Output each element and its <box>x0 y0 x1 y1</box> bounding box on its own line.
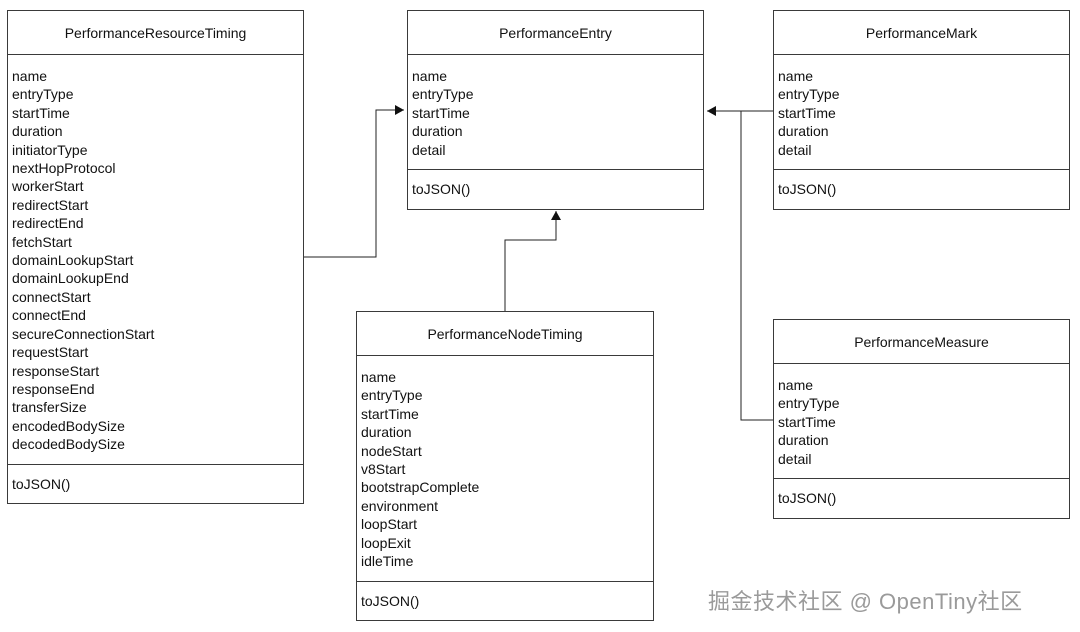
attribute-item: startTime <box>361 405 419 422</box>
attribute-item: startTime <box>778 104 836 121</box>
attribute-item: name <box>412 68 448 84</box>
attribute-item: entryType <box>778 86 840 103</box>
class-title: PerformanceMark <box>774 11 1069 55</box>
attribute-item: redirectEnd <box>12 215 84 232</box>
method-item: toJSON() <box>12 476 71 492</box>
measure-to-entry-line <box>740 111 773 421</box>
attribute-item: nextHopProtocol <box>12 160 116 177</box>
attribute-item: loopStart <box>361 516 418 533</box>
method-item: toJSON() <box>361 593 420 609</box>
class-title: PerformanceResourceTiming <box>8 11 303 55</box>
attribute-item: detail <box>412 141 446 158</box>
attribute-item: detail <box>778 141 812 158</box>
attribute-item: workerStart <box>12 178 84 195</box>
class-title: PerformanceNodeTiming <box>357 312 653 356</box>
attribute-item: bootstrapComplete <box>361 479 480 496</box>
attribute-item: name <box>361 369 397 385</box>
attribute-item: nodeStart <box>361 442 422 459</box>
attribute-item: duration <box>778 123 829 140</box>
method-list: toJSON() <box>774 170 1069 209</box>
attribute-item: startTime <box>412 104 470 121</box>
resource-to-entry-arrow <box>304 105 404 258</box>
attribute-item: v8Start <box>361 461 406 478</box>
class-title: PerformanceEntry <box>408 11 703 55</box>
attribute-item: entryType <box>412 86 474 103</box>
method-list: toJSON() <box>774 479 1069 518</box>
attribute-item: connectEnd <box>12 307 86 324</box>
attribute-item: duration <box>12 123 63 140</box>
attribute-item: redirectStart <box>12 196 89 213</box>
attribute-item: name <box>12 68 48 84</box>
attribute-item: responseEnd <box>12 380 95 397</box>
attribute-item: loopExit <box>361 534 411 551</box>
watermark-text: 掘金技术社区 @ OpenTiny社区 <box>708 589 1023 614</box>
attribute-item: name <box>778 68 814 84</box>
attribute-item: duration <box>361 424 412 441</box>
method-item: toJSON() <box>778 181 837 197</box>
attribute-item: idleTime <box>361 553 414 570</box>
method-list: toJSON() <box>408 170 703 209</box>
attribute-item: entryType <box>361 387 423 404</box>
attribute-item: connectStart <box>12 288 91 305</box>
attribute-item: environment <box>361 497 439 514</box>
attribute-item: name <box>778 377 814 393</box>
attribute-item: requestStart <box>12 344 89 361</box>
attribute-item: detail <box>778 450 812 467</box>
method-list: toJSON() <box>8 465 303 503</box>
attribute-item: secureConnectionStart <box>12 325 155 342</box>
attribute-item: domainLookupStart <box>12 252 134 269</box>
attribute-item: duration <box>778 432 829 449</box>
method-item: toJSON() <box>412 181 471 197</box>
class-title: PerformanceMeasure <box>774 320 1069 364</box>
attribute-item: decodedBodySize <box>12 436 125 453</box>
attribute-item: entryType <box>778 395 840 412</box>
method-item: toJSON() <box>778 490 837 506</box>
attribute-item: responseStart <box>12 362 100 379</box>
attribute-item: initiatorType <box>12 141 88 158</box>
attribute-item: entryType <box>12 86 74 103</box>
node-to-entry-arrow <box>504 211 561 311</box>
attribute-item: startTime <box>778 413 836 430</box>
attribute-item: transferSize <box>12 399 87 416</box>
attribute-item: fetchStart <box>12 233 72 250</box>
attribute-item: domainLookupEnd <box>12 270 129 287</box>
attribute-item: encodedBodySize <box>12 417 125 434</box>
attribute-item: startTime <box>12 104 70 121</box>
method-list: toJSON() <box>357 582 653 620</box>
attribute-item: duration <box>412 123 463 140</box>
